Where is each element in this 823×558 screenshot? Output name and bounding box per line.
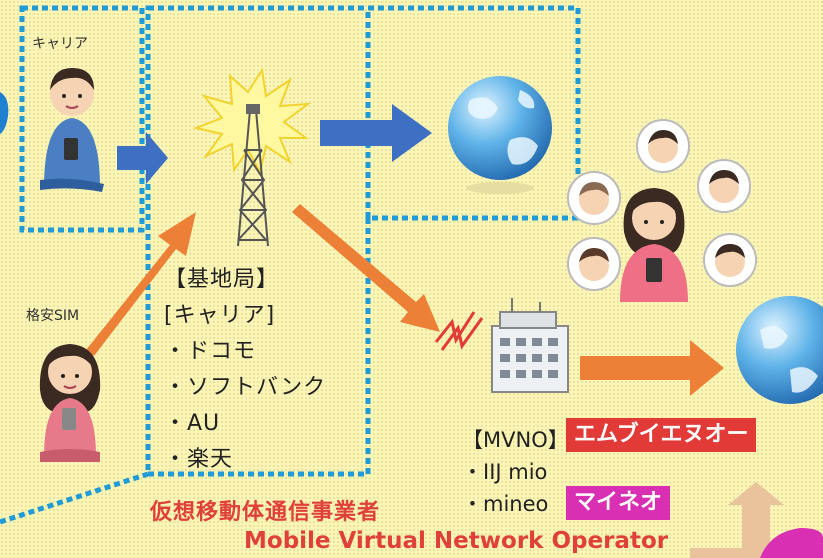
tower-to-internet-arrow (320, 104, 432, 162)
mvno-list: 【MVNO】 ・IIJ mio ・mineo (462, 424, 569, 520)
mineo-reading-banner: マイネオ (566, 486, 671, 520)
mvno-title: 【MVNO】 (462, 428, 569, 452)
carrier-label: キャリア (32, 36, 88, 52)
simuser-to-tower-arrow (86, 212, 196, 356)
left-edge-fragment (0, 92, 9, 134)
center-woman (620, 188, 688, 302)
mvno-english-name: Mobile Virtual Network Operator (244, 528, 669, 554)
mvno-region (0, 471, 149, 525)
carrier-user-region (19, 5, 145, 233)
mvno-to-internet-arrow (580, 340, 724, 396)
mvno-reading-banner: エムブイエヌオー (566, 418, 757, 452)
corner-pink-shape (760, 528, 823, 558)
carrier-item: ・AU (164, 411, 221, 436)
bubble-faces (579, 130, 745, 281)
internet-region (365, 5, 581, 221)
mvno-japanese-name: 仮想移動体通信事業者 (150, 500, 381, 525)
speech-bubble-face-icon (567, 119, 757, 291)
carrier-item: ・楽天 (164, 447, 234, 472)
tower-to-mvno-arrow (292, 204, 440, 332)
user-to-tower-arrow (117, 132, 168, 184)
tan-up-arrow (728, 482, 784, 558)
person-phone-icon-girl (39, 344, 101, 462)
base-station-list: 【基地局】 [キャリア] ・ドコモ ・ソフトバンク ・AU ・楽天 (164, 262, 326, 478)
base-station-title: 【基地局】 (164, 267, 280, 292)
carrier-item: ・ソフトバンク (164, 375, 327, 400)
person-phone-icon-boy (40, 68, 104, 192)
signal-icon (434, 311, 484, 351)
mvno-item: ・IIJ mio (462, 460, 548, 484)
cell-tower-icon (192, 67, 312, 247)
tan-arrow-horizontal (690, 548, 742, 558)
carrier-item: ・ドコモ (164, 339, 257, 364)
dashed-regions (0, 5, 581, 525)
cheap-sim-label: 格安SIM (26, 308, 80, 324)
orange-arrows (86, 204, 724, 396)
globe-icon-top (448, 76, 552, 194)
globe-icon-right (736, 296, 823, 404)
mvno-building-icon (491, 298, 569, 393)
blue-arrows (117, 104, 432, 184)
user-group-icon (567, 119, 757, 302)
mvno-item: ・mineo (462, 492, 549, 516)
base-station-subtitle: [キャリア] (164, 303, 276, 328)
